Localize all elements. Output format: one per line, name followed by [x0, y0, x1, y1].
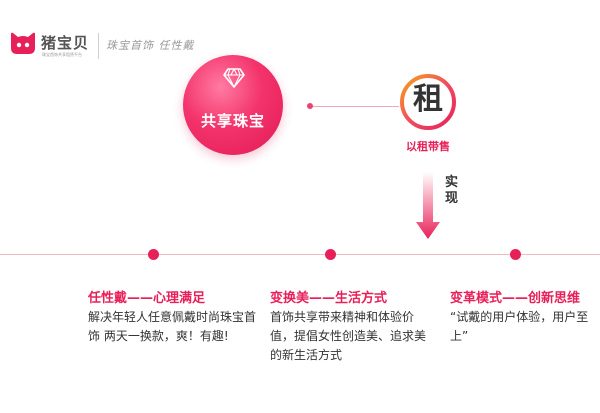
column-body: “试戴的用户体验，用户至上” [450, 310, 589, 343]
slogan: 珠宝首饰 任性戴 [106, 39, 195, 52]
timeline [0, 254, 600, 255]
brand-name: 猪宝贝 [41, 34, 90, 52]
column-title: 变换美——生活方式 [270, 291, 388, 306]
rent-ring-icon [400, 74, 456, 130]
timeline-node [325, 249, 336, 260]
column-wear: 任性戴——心理满足 解决年轻人任意佩戴时尚珠宝首饰 两天一换款，爽！有趣! [88, 289, 258, 346]
timeline-node [148, 249, 159, 260]
timeline-node [510, 249, 521, 260]
down-arrow-icon [416, 172, 440, 239]
logo-icon [11, 32, 35, 54]
brand-subtitle: 珠宝首饰共享租赁平台 [42, 52, 82, 57]
connector-line [310, 106, 399, 107]
shared-jewelry-label: 共享珠宝 [200, 112, 265, 130]
rent-character: 租 [413, 82, 443, 117]
column-body: 首饰共享带来精神和体验价值，提倡女性创造美、追求美的新生活方式 [270, 310, 427, 362]
rent-caption: 以租带售 [406, 140, 450, 153]
realize-label: 实现 [445, 175, 459, 206]
diamond-icon [223, 68, 245, 88]
column-beauty: 变换美——生活方式 首饰共享带来精神和体验价值，提倡女性创造美、追求美的新生活方… [270, 289, 430, 365]
column-innovation: 变革模式——创新思维 “试戴的用户体验，用户至上” [450, 289, 598, 346]
header-divider [98, 33, 99, 59]
column-body: 解决年轻人任意佩戴时尚珠宝首饰 两天一换款，爽！有趣! [88, 310, 257, 343]
connector-dot [307, 103, 313, 109]
column-title: 变革模式——创新思维 [450, 291, 581, 306]
column-title: 任性戴——心理满足 [88, 291, 206, 306]
